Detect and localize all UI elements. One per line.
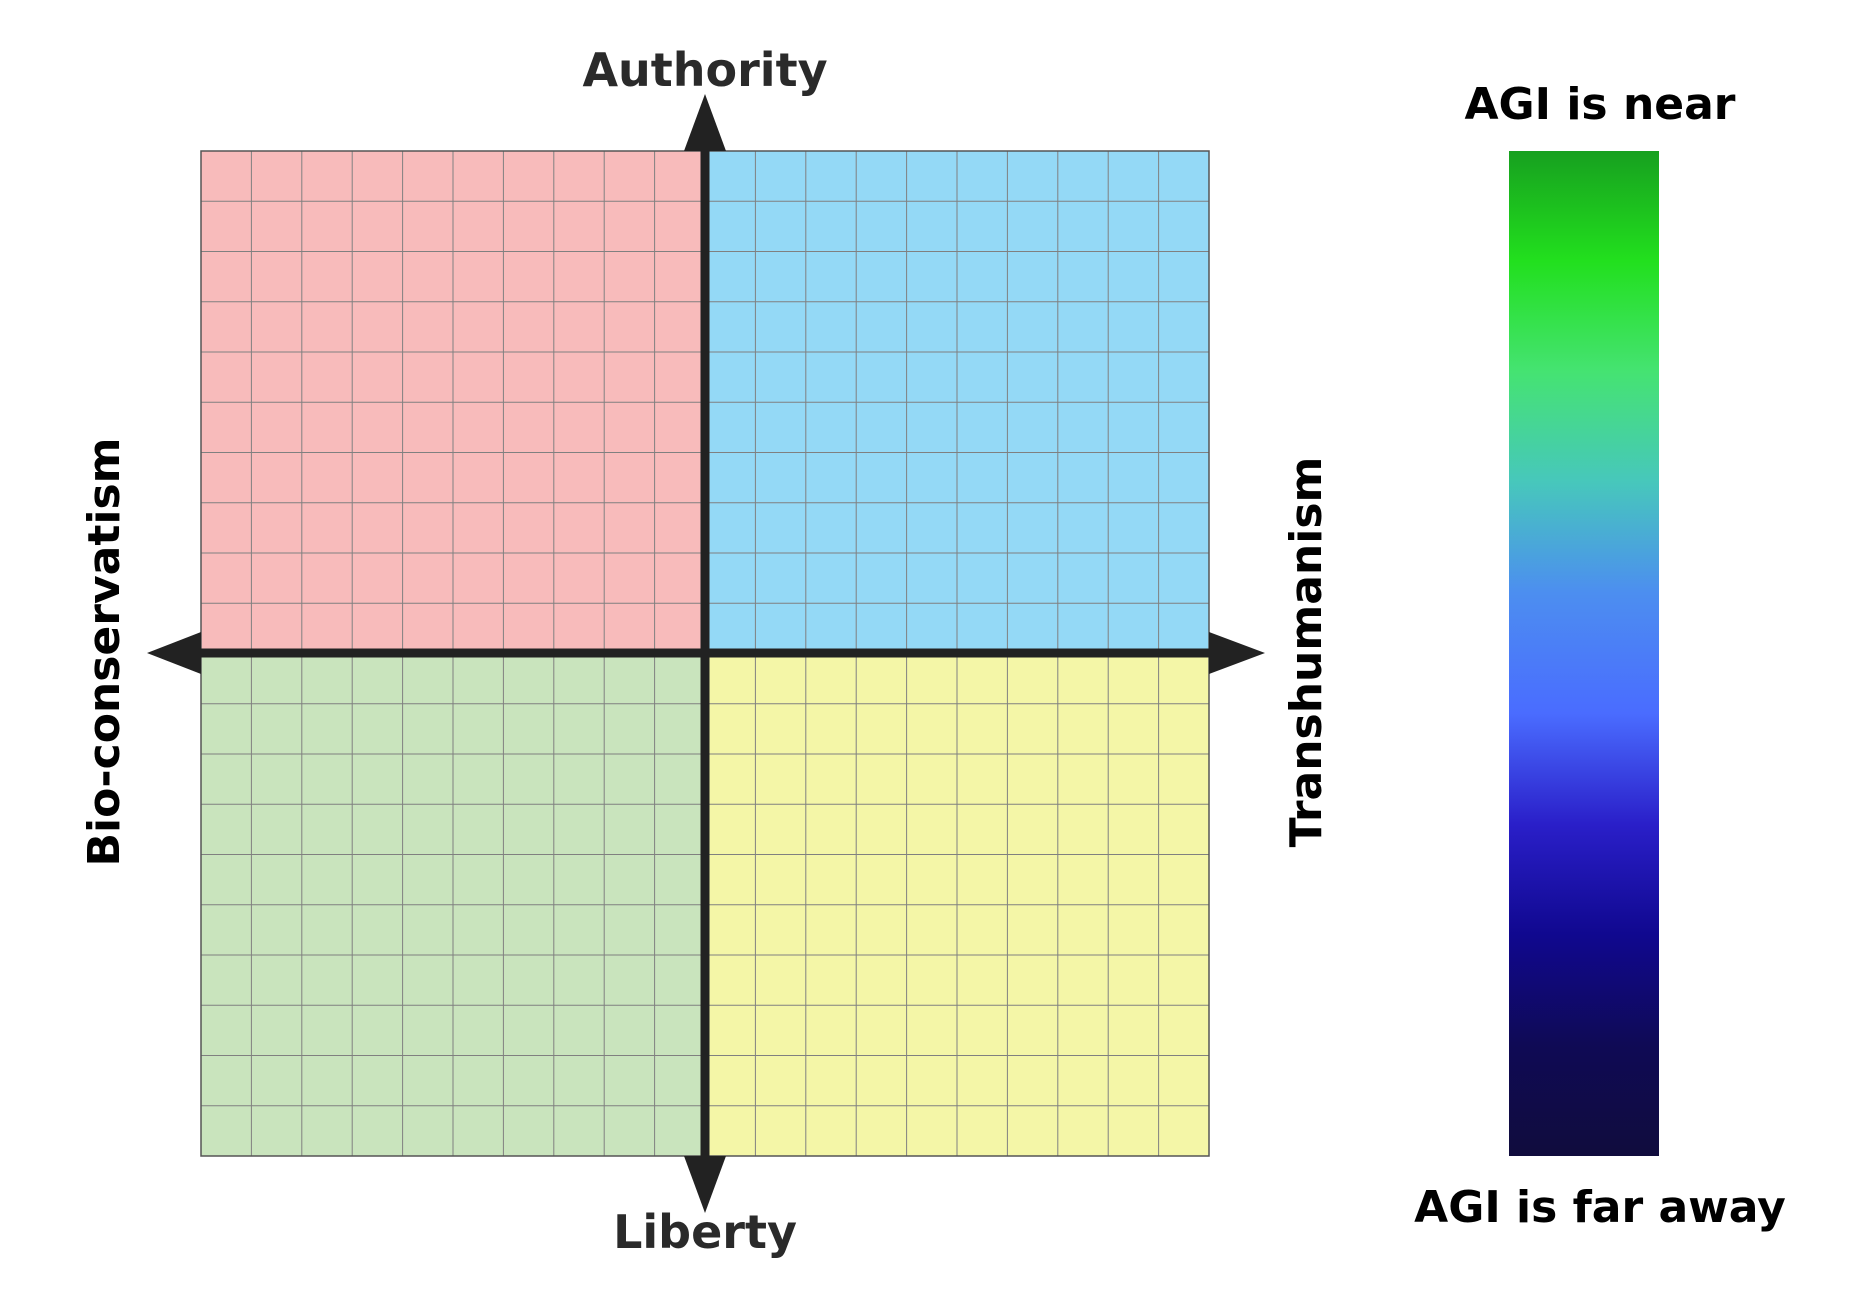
arrow-up-icon	[684, 94, 726, 151]
arrow-right-icon	[1209, 632, 1265, 674]
agi-timeline-gradient-bar	[1509, 151, 1659, 1156]
scale-label-agi-near: AGI is near	[1464, 79, 1736, 130]
arrow-left-icon	[147, 632, 201, 674]
axis-label-bio-conservatism: Bio-conservatism	[79, 437, 130, 867]
axis-label-liberty: Liberty	[613, 1205, 797, 1259]
scale-label-agi-far: AGI is far away	[1414, 1182, 1786, 1233]
axis-label-authority: Authority	[582, 43, 828, 97]
axis-label-transhumanism: Transhumanism	[1281, 456, 1332, 848]
arrow-down-icon	[684, 1156, 726, 1213]
